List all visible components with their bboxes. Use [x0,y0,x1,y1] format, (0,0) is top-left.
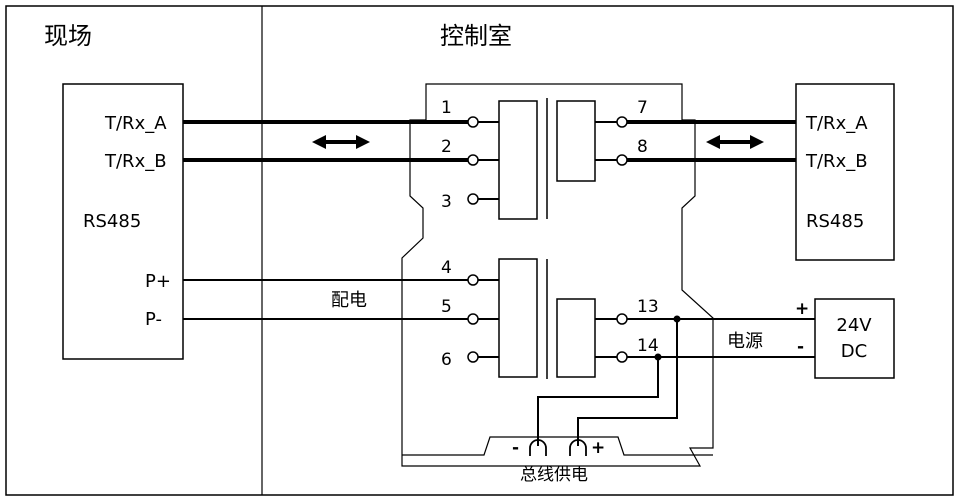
bus-connector-slot [402,436,713,456]
left-p-plus-label: P+ [145,271,171,292]
left-pin-b-label: T/Rx_B [104,151,167,172]
terminal-14 [616,351,628,363]
wire-bus-minus [537,357,659,446]
dc-voltage-label: 24V [836,315,872,336]
terminal-7 [616,116,628,128]
bus-minus-sign: - [512,438,519,458]
terminal-3 [467,193,479,205]
terminal-13 [616,313,628,325]
power-distribution-label: 配电 [331,290,367,311]
dc-type-label: DC [841,341,867,362]
terminal-2-label: 2 [441,137,452,157]
bidirectional-arrow-icon [706,135,764,149]
terminal-1-label: 1 [441,98,452,118]
isolation-block-left-bottom [498,258,538,378]
dc-power-source [814,298,895,379]
bus-plus-sign: + [591,438,605,458]
terminal-6 [467,351,479,363]
junction-dot-minus [654,353,662,361]
terminal-4 [467,274,479,286]
terminal-1 [467,116,479,128]
isolation-block-right-top [556,100,596,182]
junction-dot-plus [673,315,681,323]
outer-frame [5,5,954,496]
field-section-title: 现场 [44,22,92,50]
terminal-5 [467,313,479,325]
terminal-5-label: 5 [441,297,452,317]
terminal-7-label: 7 [637,98,648,118]
terminal-2 [467,154,479,166]
terminal-8-label: 8 [637,137,648,157]
left-device-name: RS485 [83,211,141,232]
bus-pin-plus [569,439,587,456]
terminal-3-label: 3 [441,192,452,212]
right-pin-a-label: T/Rx_A [805,113,868,134]
dc-plus-sign: + [795,299,809,319]
terminal-8 [616,154,628,166]
terminal-13-label: 13 [637,297,659,317]
power-supply-label: 电源 [727,331,763,352]
terminal-4-label: 4 [441,258,452,278]
bidirectional-arrow-icon [312,135,370,149]
terminal-6-label: 6 [441,350,452,370]
right-pin-b-label: T/Rx_B [805,151,868,172]
isolation-block-left-top [498,100,538,220]
right-rs485-device [795,83,895,261]
left-p-minus-label: P- [145,309,162,330]
wire-bus-plus [577,319,678,446]
control-room-section-title: 控制室 [440,22,512,50]
left-pin-a-label: T/Rx_A [104,113,167,134]
left-rs485-device [62,83,184,360]
terminal-14-label: 14 [637,336,659,356]
bus-pin-minus [529,439,547,456]
dc-minus-sign: - [797,337,804,357]
bus-power-label: 总线供电 [520,465,588,485]
isolation-block-right-bottom [556,298,596,378]
right-device-name: RS485 [806,211,864,232]
